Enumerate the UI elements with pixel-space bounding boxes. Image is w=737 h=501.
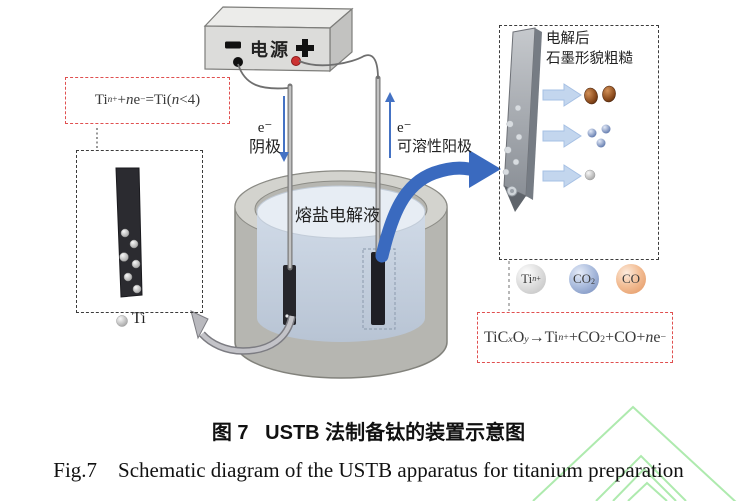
anode-label: e⁻ 可溶性阳极 (397, 119, 492, 157)
ti-particle (119, 252, 129, 262)
watermark-chevron (532, 405, 737, 501)
co2-particle (587, 128, 597, 138)
plus-terminal-icon (296, 39, 314, 57)
ti-particle (131, 259, 141, 269)
anode-wire (298, 54, 379, 80)
graphite-plate-edge (526, 28, 542, 200)
graphite-particle (506, 120, 514, 128)
cathode-electron-label: e⁻ (257, 120, 273, 136)
ti-particle (129, 239, 139, 249)
cathode-electrode (283, 265, 296, 325)
ti-particle (132, 284, 142, 294)
graphite-particle (515, 133, 523, 141)
power-box-top (203, 6, 354, 29)
brown-particle (584, 87, 598, 105)
cathode-inset-electrode (115, 167, 143, 298)
electron-flow-arrows (279, 92, 395, 162)
product-arrow-ti (542, 83, 582, 107)
co2-particle (601, 124, 611, 134)
watermark-chevron (612, 467, 677, 501)
electron-arrow-down-head (279, 152, 289, 162)
gray-arrow-head (190, 310, 209, 340)
anode-to-inset-arrow-head (469, 150, 501, 188)
product-particles (584, 85, 616, 181)
product-arrow-co (542, 164, 582, 188)
ti-legend-sphere (116, 315, 128, 327)
ti-particle (120, 228, 130, 238)
power-supply-label: 电源 (250, 40, 290, 60)
co2-particle (596, 138, 606, 148)
ti-product-label: Ti (132, 310, 146, 327)
anode-name-label: 可溶性阳极 (397, 138, 473, 155)
cathode-inset-box (76, 150, 203, 313)
anode-inset-plate (502, 27, 542, 212)
anode-electrode (371, 252, 385, 325)
anode-electron-label: e⁻ (397, 120, 412, 136)
graphite-particle (512, 158, 520, 166)
caption-english: Fig.7 Schematic diagram of the USTB appa… (53, 458, 684, 482)
graphite-particle (514, 104, 522, 112)
product-arrows (542, 83, 582, 188)
watermark-chevron (627, 481, 668, 501)
cathode-name-label: 阴极 (248, 138, 281, 156)
electrolyte-label: 熔盐电解液 (295, 206, 380, 225)
brown-particle (602, 85, 616, 103)
graphite-particle (504, 146, 512, 154)
anode-note-line2: 石墨形貌粗糙 (546, 50, 633, 67)
graphite-particle (502, 168, 510, 176)
cathode-wire (237, 63, 289, 90)
anode-note: 电解后 石墨形貌粗糙 (546, 30, 633, 69)
ti-ion-particle (584, 169, 596, 181)
electrolyte-surface (256, 185, 426, 239)
legend-co: CO (616, 264, 646, 294)
product-arrow-co2 (542, 124, 582, 148)
anode-to-inset-arrow (375, 161, 476, 263)
watermark-chevron (595, 454, 687, 501)
minus-terminal-icon (225, 41, 241, 49)
electron-arrow-up-head (385, 92, 395, 102)
cathode-label: e⁻ 阴极 (240, 119, 290, 158)
caption-chinese: 图 7 USTB 法制备钛的装置示意图 (211, 422, 526, 444)
anode-note-line1: 电解后 (546, 31, 590, 47)
anode-inset-box (499, 25, 659, 260)
gray-arrow-body (200, 315, 295, 354)
electrode-rods (287, 75, 381, 271)
cathode-to-inset-arrow (190, 310, 296, 355)
graphite-particle-core (510, 189, 514, 193)
ti-deposit-glint (285, 314, 289, 318)
watermark-chevrons (532, 405, 737, 501)
ti-particle (123, 272, 133, 282)
negative-terminal (233, 57, 243, 67)
